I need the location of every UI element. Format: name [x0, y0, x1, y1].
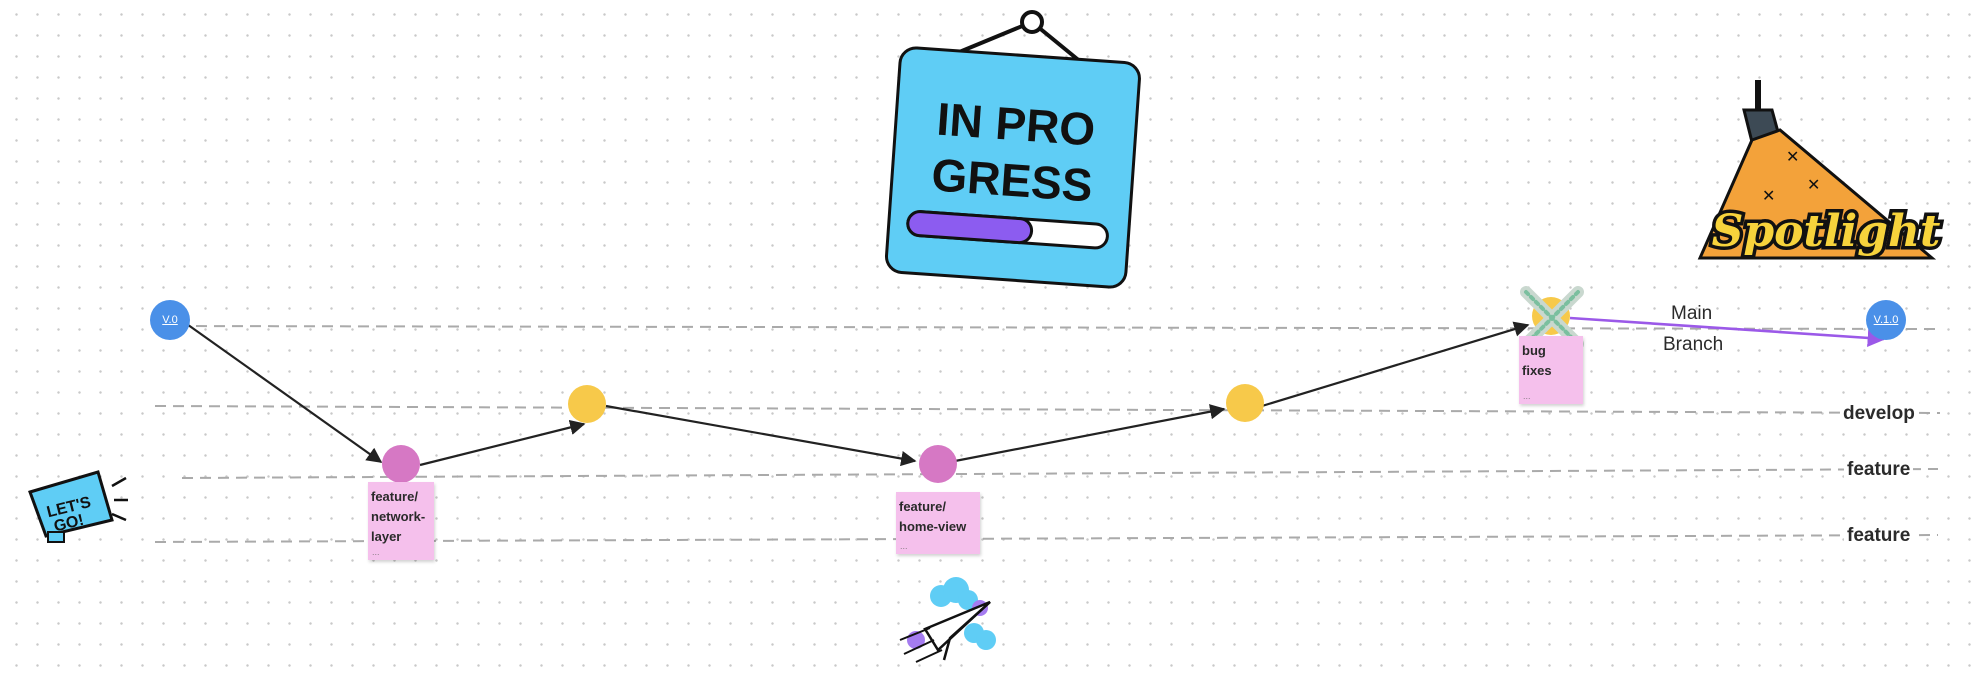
develop-lane-line — [154, 405, 1941, 414]
note-dots: ... — [372, 547, 380, 557]
main-branch-label-line1: Main — [1671, 303, 1713, 324]
paper-plane-icon — [899, 577, 996, 663]
feature-commit-network[interactable] — [382, 445, 420, 483]
arrow-feature-home-to-develop — [954, 404, 1226, 463]
arrow-v0-to-feature-network — [183, 321, 383, 463]
develop-commit-2[interactable] — [1226, 384, 1264, 422]
note-dots: ... — [1523, 391, 1531, 401]
arrow-merge-to-main — [1569, 316, 1886, 347]
arrow-feature-network-to-develop — [419, 419, 586, 467]
svg-text:✕: ✕ — [1762, 188, 1775, 205]
spotlight-sticker: ✕ ✕ ✕ Spotlight Spotlight — [1697, 80, 1944, 261]
svg-text:GRESS: GRESS — [930, 148, 1094, 211]
note-text: feature/ home-view — [899, 499, 967, 534]
svg-text:✕: ✕ — [1786, 149, 1799, 166]
feature-lane-line-2 — [154, 534, 1939, 543]
in-progress-bar-fill — [906, 210, 1034, 245]
sticky-note-network-layer[interactable]: feature/ network- layer ... — [368, 482, 434, 560]
svg-text:✕: ✕ — [1807, 177, 1820, 194]
note-text: feature/ network- layer — [371, 489, 426, 544]
feature-lane-label-2: feature — [1844, 525, 1914, 547]
feature-commit-home[interactable] — [919, 445, 957, 483]
arrow-develop-to-feature-home — [605, 404, 917, 467]
version-end-label: V.1.0 — [1873, 314, 1899, 326]
note-dots: ... — [900, 541, 908, 551]
svg-text:GO!: GO! — [52, 512, 85, 536]
version-start-node[interactable]: V.0 — [150, 300, 190, 340]
sticky-note-bug-fixes[interactable]: bug fixes ... — [1519, 336, 1583, 404]
bug-fix-cross-icon — [1520, 286, 1584, 350]
feature-lane-label-1: feature — [1844, 459, 1914, 481]
svg-text:IN PRO: IN PRO — [935, 93, 1097, 156]
version-end-node[interactable]: V.1.0 — [1866, 300, 1906, 340]
note-text: bug fixes — [1522, 343, 1552, 378]
main-lane-line — [159, 325, 1936, 330]
svg-text:Spotlight: Spotlight — [1712, 206, 1941, 257]
feature-lane-line-1 — [181, 468, 1939, 479]
version-start-label: V.0 — [162, 314, 178, 326]
svg-text:Spotlight: Spotlight — [1712, 206, 1941, 257]
arrow-develop-to-bug-fixes — [1261, 321, 1530, 408]
sticky-note-home-view[interactable]: feature/ home-view ... — [896, 492, 980, 554]
lets-go-sticker: LET'S GO! — [28, 470, 128, 543]
develop-lane-label: develop — [1840, 403, 1918, 425]
main-branch-label-line2: Branch — [1663, 334, 1724, 355]
develop-commit-1[interactable] — [568, 385, 606, 423]
in-progress-sticker: IN PRO GRESS — [884, 10, 1141, 289]
